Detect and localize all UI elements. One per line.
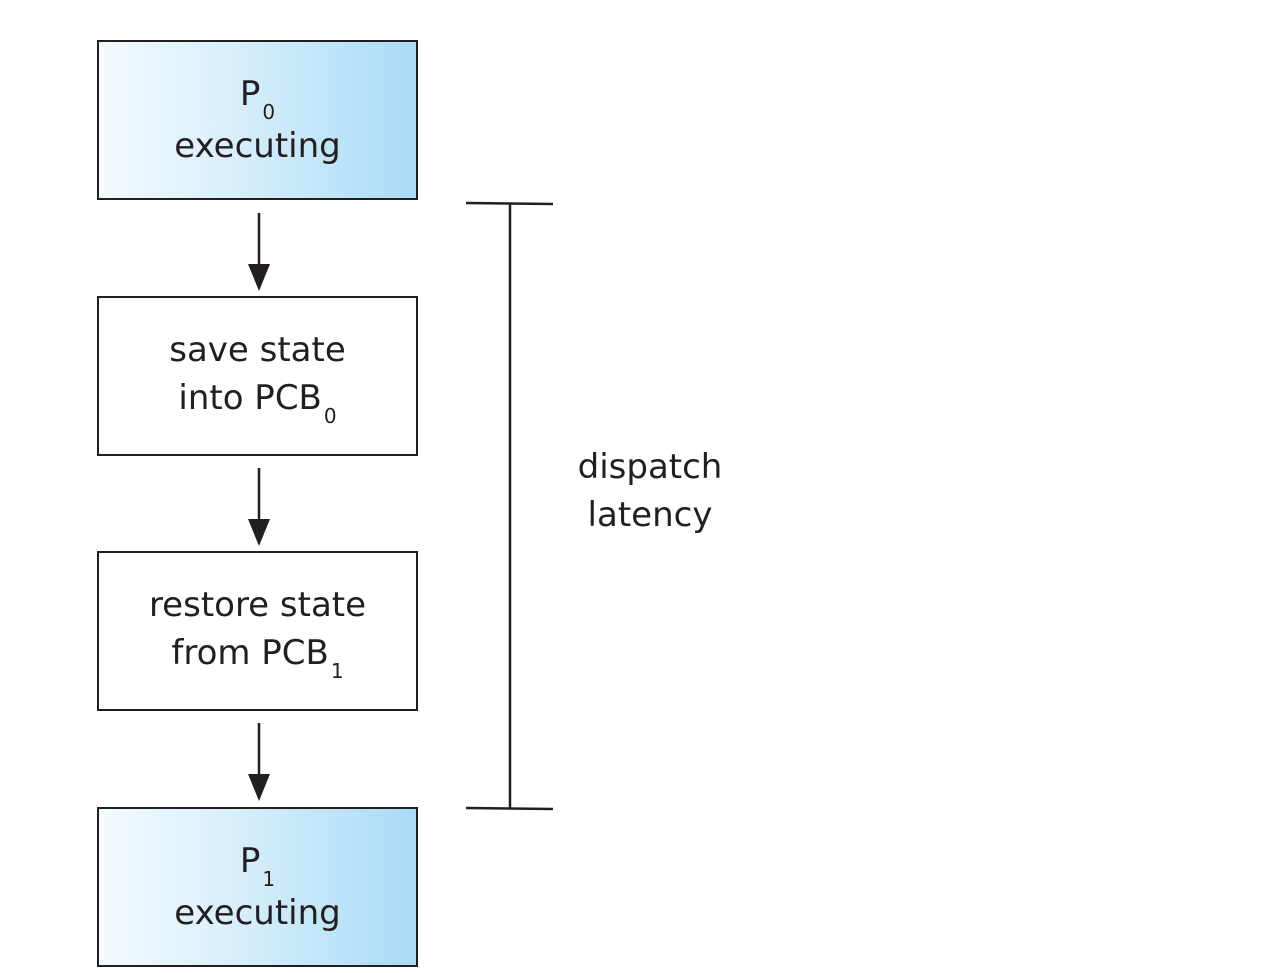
dispatch-latency-bracket (465, 201, 554, 811)
step-save-state-subscript: 0 (323, 404, 337, 428)
step-p0-subscript: 0 (262, 100, 276, 124)
step-p1-status: executing (174, 893, 341, 933)
step-p1-subscript: 1 (262, 867, 276, 891)
step-save-state-line1: save state (169, 330, 346, 370)
step-p0-status: executing (174, 126, 341, 166)
dispatch-latency-line1: dispatch (577, 447, 723, 487)
step-restore-state-subscript: 1 (330, 659, 344, 683)
arrow-1 (248, 213, 270, 291)
arrow-3 (248, 723, 270, 801)
step-restore-state-line1: restore state (148, 585, 367, 625)
dispatch-latency-label: dispatch latency (560, 443, 740, 539)
dispatch-latency-line2: latency (587, 495, 713, 535)
arrow-2 (248, 468, 270, 546)
